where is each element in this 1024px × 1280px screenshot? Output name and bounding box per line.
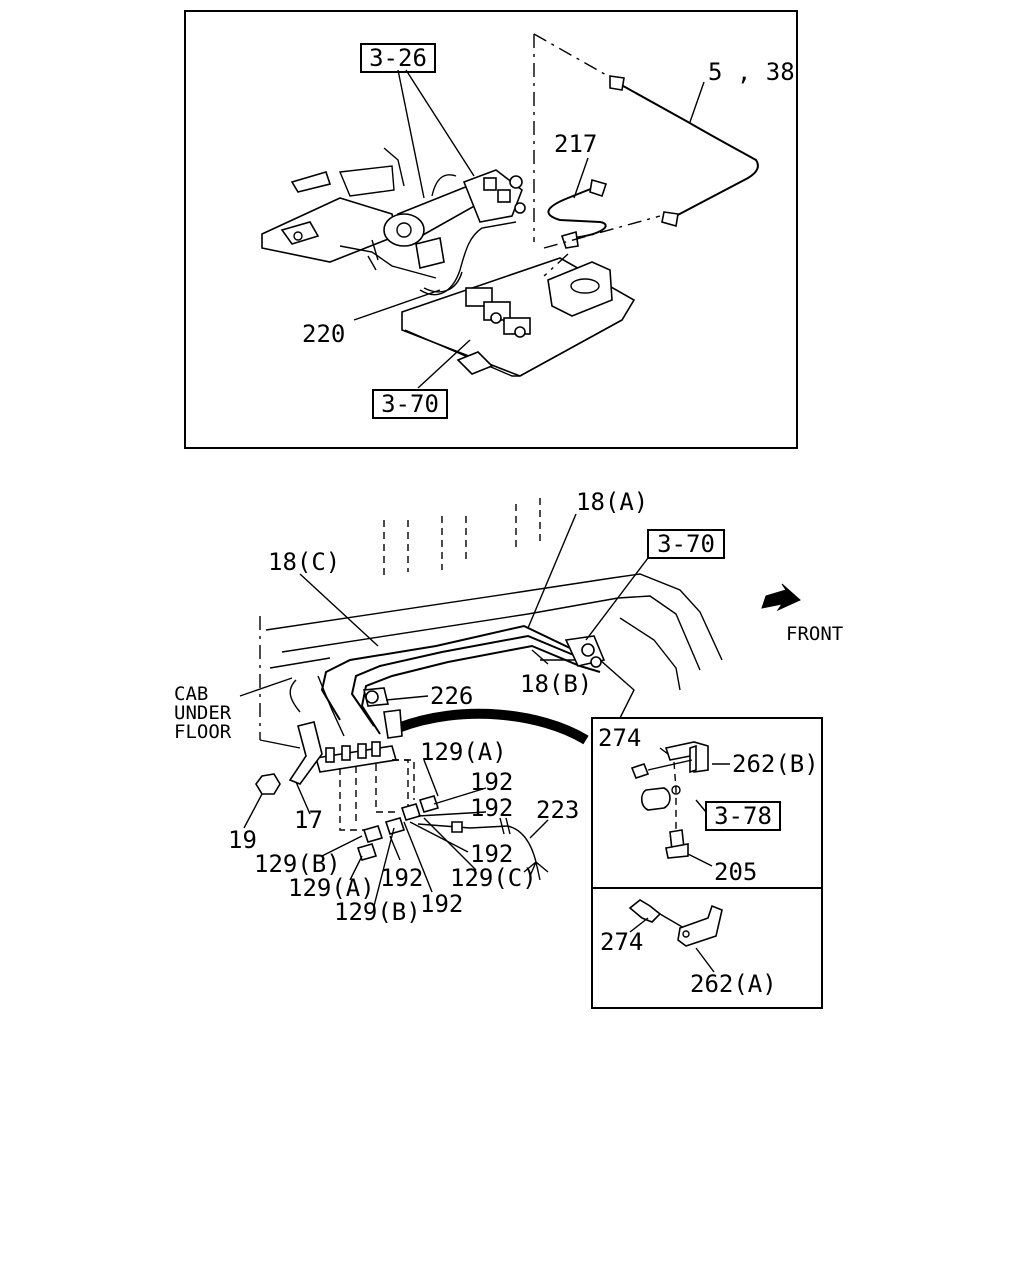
label-192-d: 192	[380, 864, 423, 892]
pipe-18a	[350, 634, 597, 727]
detail-frame	[591, 717, 823, 1009]
pipe-5-38	[615, 81, 759, 219]
pipe-220	[419, 221, 517, 296]
label-274-a: 274	[600, 928, 643, 956]
fitting-129b-1	[362, 825, 384, 843]
ref-3-26: 3-26	[369, 44, 427, 72]
label-192-b: 192	[470, 794, 513, 822]
detail-b: 274 262(B) 3-78 205	[598, 724, 819, 886]
ref-box-3-26	[360, 43, 436, 73]
fitting-129a-1	[418, 795, 440, 813]
label-18b: 18(B)	[520, 670, 592, 698]
bracket-right	[547, 261, 613, 317]
label-217: 217	[554, 130, 597, 158]
label-under: UNDER	[174, 702, 232, 724]
label-129c: 129(C)	[450, 864, 537, 892]
label-floor: FLOOR	[174, 721, 232, 743]
ref-box-3-70-top	[372, 389, 448, 419]
top-view: 3-26 5 , 38 217 220 3-70	[184, 10, 798, 449]
ref-3-70-bottom: 3-70	[657, 530, 715, 558]
label-5-38: 5 , 38	[708, 58, 795, 86]
pipe-217	[547, 185, 607, 239]
label-19: 19	[228, 826, 257, 854]
label-220: 220	[302, 320, 345, 348]
label-262a: 262(A)	[690, 970, 777, 998]
top-view-frame	[184, 10, 798, 449]
ref-3-70-top: 3-70	[381, 390, 439, 418]
pipe-18b	[360, 644, 601, 735]
bolt-274-a	[628, 899, 662, 923]
ref-box-3-70-bottom	[647, 529, 725, 559]
label-192-c: 192	[470, 840, 513, 868]
label-18c: 18(C)	[268, 548, 340, 576]
label-129b-1: 129(B)	[254, 850, 341, 878]
bolt-274-b	[630, 763, 650, 779]
label-192-a: 192	[470, 768, 513, 796]
bracket-262a	[677, 904, 723, 947]
plate-tab	[456, 351, 494, 375]
label-274-b: 274	[598, 724, 641, 752]
fitting-129a-2	[356, 843, 378, 861]
label-205: 205	[714, 858, 757, 886]
bottom-view: 18(A) 18(C) 3-70 FRONT 18(B) CAB UNDER F…	[174, 488, 843, 926]
flex-hose	[396, 708, 589, 745]
ref-3-78: 3-78	[714, 802, 772, 830]
label-front: FRONT	[786, 623, 843, 645]
bracket-262b	[664, 741, 709, 773]
detail-insets: 274 262(B) 3-78 205 274 262(A)	[591, 717, 823, 1009]
label-129a-2: 129(A)	[288, 874, 375, 902]
frame-rail-upper	[265, 573, 723, 661]
label-cab: CAB	[174, 683, 208, 705]
fitting-192-2	[384, 817, 406, 835]
label-262b: 262(B)	[732, 750, 819, 778]
label-129a-top: 129(A)	[420, 738, 507, 766]
clip-3-78	[640, 787, 671, 811]
label-18a: 18(A)	[576, 488, 648, 516]
ref-box-3-78	[705, 801, 781, 831]
bracket-17	[288, 721, 323, 785]
label-223: 223	[536, 796, 579, 824]
nut-19	[255, 773, 281, 795]
fitting-192-1	[400, 803, 422, 821]
front-arrow	[761, 583, 801, 612]
label-129b-2: 129(B)	[334, 898, 421, 926]
label-17: 17	[294, 806, 323, 834]
label-192-e: 192	[420, 890, 463, 918]
label-226: 226	[430, 682, 473, 710]
detail-a: 274 262(A)	[600, 899, 777, 998]
